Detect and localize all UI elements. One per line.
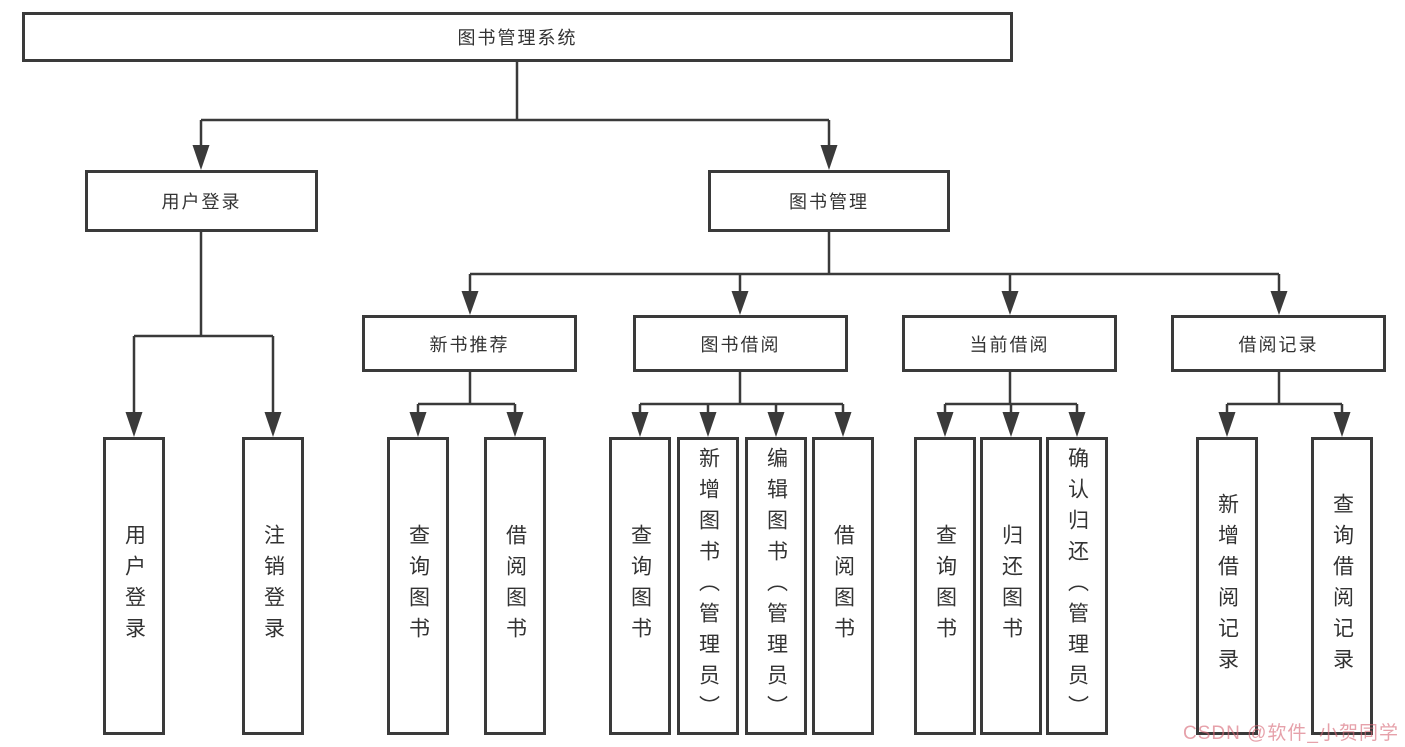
leaf-return-books: 归还图书	[980, 437, 1042, 735]
node-label: 借阅记录	[1238, 334, 1319, 355]
node-label: 借阅图书	[831, 524, 855, 648]
node-book-management: 图书管理	[708, 170, 950, 232]
node-label: 借阅图书	[503, 524, 527, 648]
node-current-borrowing: 当前借阅	[902, 315, 1117, 372]
node-label: 查询图书	[628, 524, 652, 648]
node-new-book-recommendation: 新书推荐	[362, 315, 577, 372]
node-label: 新增图书（管理员）	[696, 446, 720, 726]
node-label: 新增借阅记录	[1215, 493, 1239, 679]
node-book-borrowing: 图书借阅	[633, 315, 848, 372]
node-label: 用户登录	[161, 192, 242, 212]
node-label: 图书管理系统	[457, 28, 578, 48]
node-label: 用户登录	[122, 524, 146, 648]
leaf-edit-books-admin: 编辑图书（管理员）	[745, 437, 807, 735]
node-label: 图书借阅	[700, 334, 781, 355]
leaf-add-borrow-record: 新增借阅记录	[1196, 437, 1258, 735]
node-label: 当前借阅	[969, 334, 1050, 355]
node-label: 确认归还（管理员）	[1065, 446, 1089, 726]
node-label: 查询图书	[406, 524, 430, 648]
leaf-add-books-admin: 新增图书（管理员）	[677, 437, 739, 735]
node-label: 查询图书	[933, 524, 957, 648]
leaf-query-books-borrowing: 查询图书	[609, 437, 671, 735]
leaf-query-books-recommend: 查询图书	[387, 437, 449, 735]
leaf-query-books-current: 查询图书	[914, 437, 976, 735]
node-borrowing-records: 借阅记录	[1171, 315, 1386, 372]
csdn-watermark: CSDN @软件_小贺同学	[1183, 723, 1399, 744]
node-user-login: 用户登录	[85, 170, 318, 232]
node-label: 注销登录	[261, 524, 285, 648]
node-label: 归还图书	[999, 524, 1023, 648]
node-label: 图书管理	[789, 192, 869, 212]
leaf-query-borrow-record: 查询借阅记录	[1311, 437, 1373, 735]
leaf-logout: 注销登录	[242, 437, 304, 735]
node-label: 编辑图书（管理员）	[764, 446, 788, 726]
leaf-user-login: 用户登录	[103, 437, 165, 735]
node-label: 查询借阅记录	[1330, 493, 1354, 679]
leaf-borrow-books-recommend: 借阅图书	[484, 437, 546, 735]
node-label: 新书推荐	[429, 334, 510, 355]
leaf-borrow-books: 借阅图书	[812, 437, 874, 735]
node-library-management-system: 图书管理系统	[22, 12, 1013, 62]
leaf-confirm-return-admin: 确认归还（管理员）	[1046, 437, 1108, 735]
